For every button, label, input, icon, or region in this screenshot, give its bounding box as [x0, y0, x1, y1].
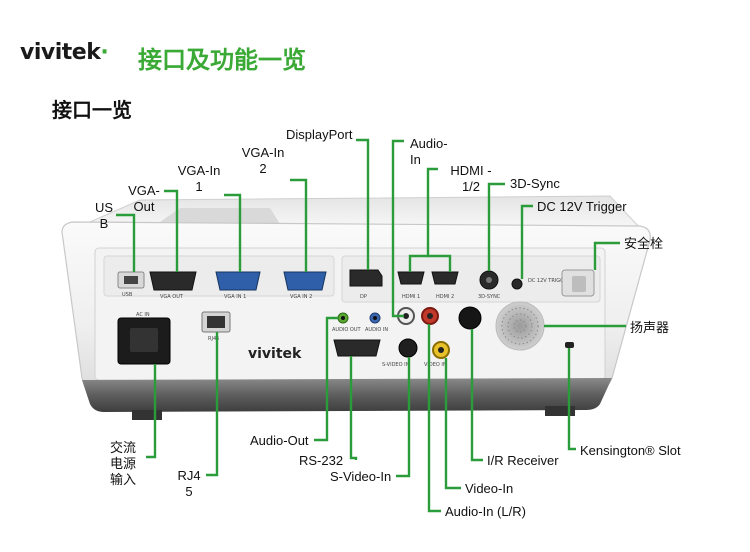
callout-3d-sync: 3D-Sync — [510, 176, 560, 191]
callout-kensington: Kensington® Slot — [580, 443, 681, 458]
dc-trigger-port — [511, 278, 523, 290]
svideo-port — [398, 338, 418, 358]
video-panel-label: VIDEO IN — [424, 362, 447, 368]
vga-in-1-port — [215, 271, 261, 291]
vga-in-2-port — [283, 271, 327, 291]
callout-svideo-in: S-Video-In — [330, 469, 392, 484]
hdmi-2-port — [431, 271, 459, 285]
foot-right — [545, 406, 575, 416]
speaker-grill — [495, 301, 545, 351]
rs232-port — [333, 339, 381, 357]
hdmi-2-panel-label: HDMI 2 — [436, 294, 454, 300]
rj45-panel-label: RJ45 — [208, 336, 219, 342]
3d-sync-panel-label: 3D-SYNC — [478, 294, 501, 300]
callout-audio-out: Audio-Out — [250, 433, 309, 448]
dc-trigger-panel-label: DC 12V TRIGGER — [528, 278, 571, 284]
vga-in-1-panel-label: VGA IN 1 — [224, 294, 246, 300]
callout-audio-in-lr: Audio-In (L/R) — [445, 504, 526, 519]
callout-security-bar: 安全栓 — [624, 236, 664, 251]
vga-out-panel-label: VGA OUT — [160, 294, 184, 300]
displayport-port — [349, 269, 383, 287]
callout-displayport: DisplayPort — [286, 127, 353, 142]
foot-left — [132, 410, 162, 420]
callout-ac-input: 交流电源输入 — [110, 440, 137, 487]
vivitek-logo: vivitek· — [20, 40, 109, 65]
section-title: 接口一览 — [52, 98, 132, 122]
audio-in-panel-label: AUDIO IN — [365, 327, 388, 333]
callout-audio-in: Audio-In — [410, 136, 448, 167]
audio-out-panel-label: AUDIO OUT — [332, 327, 362, 333]
vga-in-2-panel-label: VGA IN 2 — [290, 294, 312, 300]
leader-lines — [116, 138, 626, 513]
ir-receiver — [458, 306, 482, 330]
usb-panel-label: USB — [122, 292, 133, 298]
callout-dc-trigger: DC 12V Trigger — [537, 199, 627, 214]
callout-video-in: Video-In — [465, 481, 514, 496]
dp-panel-label: DP — [360, 294, 367, 300]
projector-base — [82, 378, 612, 412]
kensington-slot — [565, 342, 574, 348]
callout-ir-receiver: I/R Receiver — [487, 453, 559, 468]
hdmi-1-port — [397, 271, 425, 285]
projector-logo: vivitek — [248, 346, 302, 362]
callout-vga-out: VGA-Out — [128, 183, 160, 214]
callout-hdmi: HDMI -1/2 — [450, 163, 492, 194]
svideo-panel-label: S-VIDEO IN — [382, 362, 410, 368]
callout-rs232: RS-232 — [299, 453, 344, 468]
ac-panel-label: AC IN — [136, 312, 150, 318]
vga-out-port — [149, 271, 197, 291]
callout-speaker: 扬声器 — [630, 320, 670, 335]
hdmi-1-panel-label: HDMI 1 — [402, 294, 420, 300]
page-title: 接口及功能一览 — [138, 46, 306, 74]
